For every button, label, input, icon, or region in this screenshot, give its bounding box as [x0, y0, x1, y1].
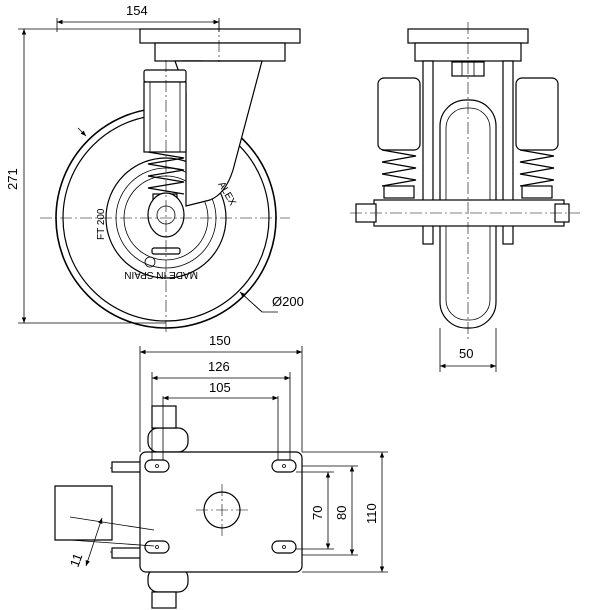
top-plate: [139, 451, 303, 573]
dim-bolt-hole: 11: [67, 551, 86, 569]
wheel-model-text: FT 200: [96, 208, 107, 240]
side-top-plate-lower: [154, 42, 286, 62]
dim-top-width: 154: [126, 3, 148, 18]
dim-vertical-80: 80: [334, 506, 349, 520]
wheel-origin-text: MADE IN SPAIN: [124, 269, 198, 280]
side-hub: [144, 192, 185, 268]
front-shock-left: [377, 77, 421, 199]
side-view: FT 200 ALEX MADE IN SPAIN 154 271 Ø200: [5, 3, 304, 335]
front-fork-right: [502, 60, 514, 245]
front-shock-right: [515, 77, 559, 199]
top-view: 150 126 105 70 80 110 11: [54, 333, 388, 609]
top-wheel: [54, 485, 113, 541]
dim-wheel-width: 50: [459, 346, 473, 361]
side-fork-arm: [174, 60, 263, 207]
dim-wheel-diameter: Ø200: [272, 294, 304, 309]
dim-plate-width: 110: [364, 503, 379, 524]
top-bolt-slots: [144, 459, 297, 554]
front-fork-left: [422, 60, 434, 245]
side-top-plate: [139, 28, 301, 44]
side-shock-absorber: [143, 69, 187, 203]
front-view: 50: [350, 22, 580, 372]
dim-vertical-70: 70: [310, 506, 325, 520]
dim-hole-spacing-outer: 126: [208, 359, 230, 374]
dim-hole-spacing-inner: 105: [209, 380, 231, 395]
dim-plate-length: 150: [209, 333, 231, 348]
dim-overall-height: 271: [5, 168, 20, 190]
